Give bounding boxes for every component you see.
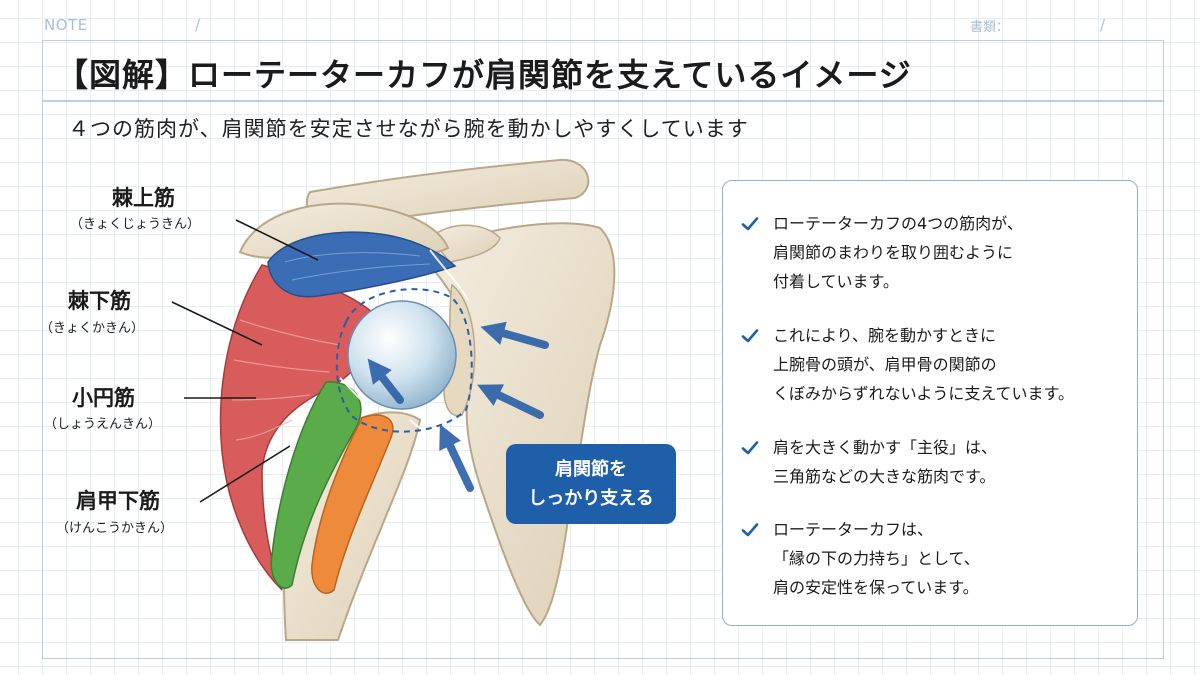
info-line: 肩を大きく動かす「主役」は、	[773, 438, 998, 457]
callout-line-2: しっかり支える	[528, 488, 654, 509]
check-icon	[741, 523, 759, 537]
info-line: 上腕骨の頭が、肩甲骨の関節の	[773, 355, 997, 374]
leader-line-supraspinatus	[235, 219, 319, 261]
supraspinatus-muscle	[267, 231, 457, 298]
teres-minor-muscle	[270, 381, 362, 589]
scapula	[418, 222, 616, 627]
document-type-slash: /	[1100, 16, 1106, 34]
label-supraspinatus-reading: （きょくじょうきん）	[70, 217, 201, 232]
label-subscapularis-reading: （けんこうかきん）	[56, 521, 174, 536]
page-subtitle: ４つの筋肉が、肩関節を安定させながら腕を動かしやすくしています	[68, 117, 749, 141]
note-slash: /	[195, 16, 201, 34]
leader-line-subscapularis	[199, 445, 291, 503]
check-icon	[741, 441, 759, 455]
info-line: 「縁の下の力持ち」として、	[773, 549, 980, 568]
humeral-head	[347, 300, 457, 410]
coracoid	[428, 224, 501, 263]
page-frame	[42, 40, 1164, 659]
leader-line-infraspinatus	[171, 301, 263, 346]
label-subscapularis: 肩甲下筋	[76, 489, 160, 513]
arrow-icon	[367, 321, 549, 492]
stability-callout: 肩関節を しっかり支える	[506, 444, 676, 524]
check-icon	[741, 329, 759, 343]
callout-line-1: 肩関節を	[555, 459, 627, 480]
info-line: ローテーターカフは、	[773, 520, 934, 539]
info-line: これにより、腕を動かすときに	[773, 326, 997, 345]
label-infraspinatus: 棘下筋	[68, 289, 131, 313]
subscapularis-muscle	[311, 414, 394, 594]
label-supraspinatus: 棘上筋	[112, 186, 175, 210]
info-line: 付着しています。	[773, 272, 899, 291]
document-type-label: 書類：	[970, 20, 1010, 35]
label-infraspinatus-reading: （きょくかきん）	[40, 321, 145, 336]
info-line: くぼみからずれないように支えています。	[773, 384, 1074, 403]
info-line: 肩関節のまわりを取り囲むように	[773, 243, 1014, 262]
title-divider	[42, 100, 1164, 102]
shoulder-illustration	[171, 158, 616, 641]
label-teres-minor: 小円筋	[72, 386, 135, 410]
info-line: 肩の安定性を保っています。	[773, 578, 979, 597]
label-teres-minor-reading: （しょうえんきん）	[44, 417, 162, 432]
info-panel: ローテーターカフの4つの筋肉が、 肩関節のまわりを取り囲むように 付着しています…	[722, 180, 1138, 626]
rotator-cuff-outline	[335, 288, 473, 433]
info-line: 三角筋などの大きな筋肉です。	[773, 467, 996, 486]
page-title: 【図解】ローテーターカフが肩関節を支えているイメージ	[56, 56, 912, 94]
info-line: ローテーターカフの4つの筋肉が、	[773, 214, 1023, 233]
note-label: NOTE	[44, 16, 88, 34]
check-icon	[741, 217, 759, 231]
